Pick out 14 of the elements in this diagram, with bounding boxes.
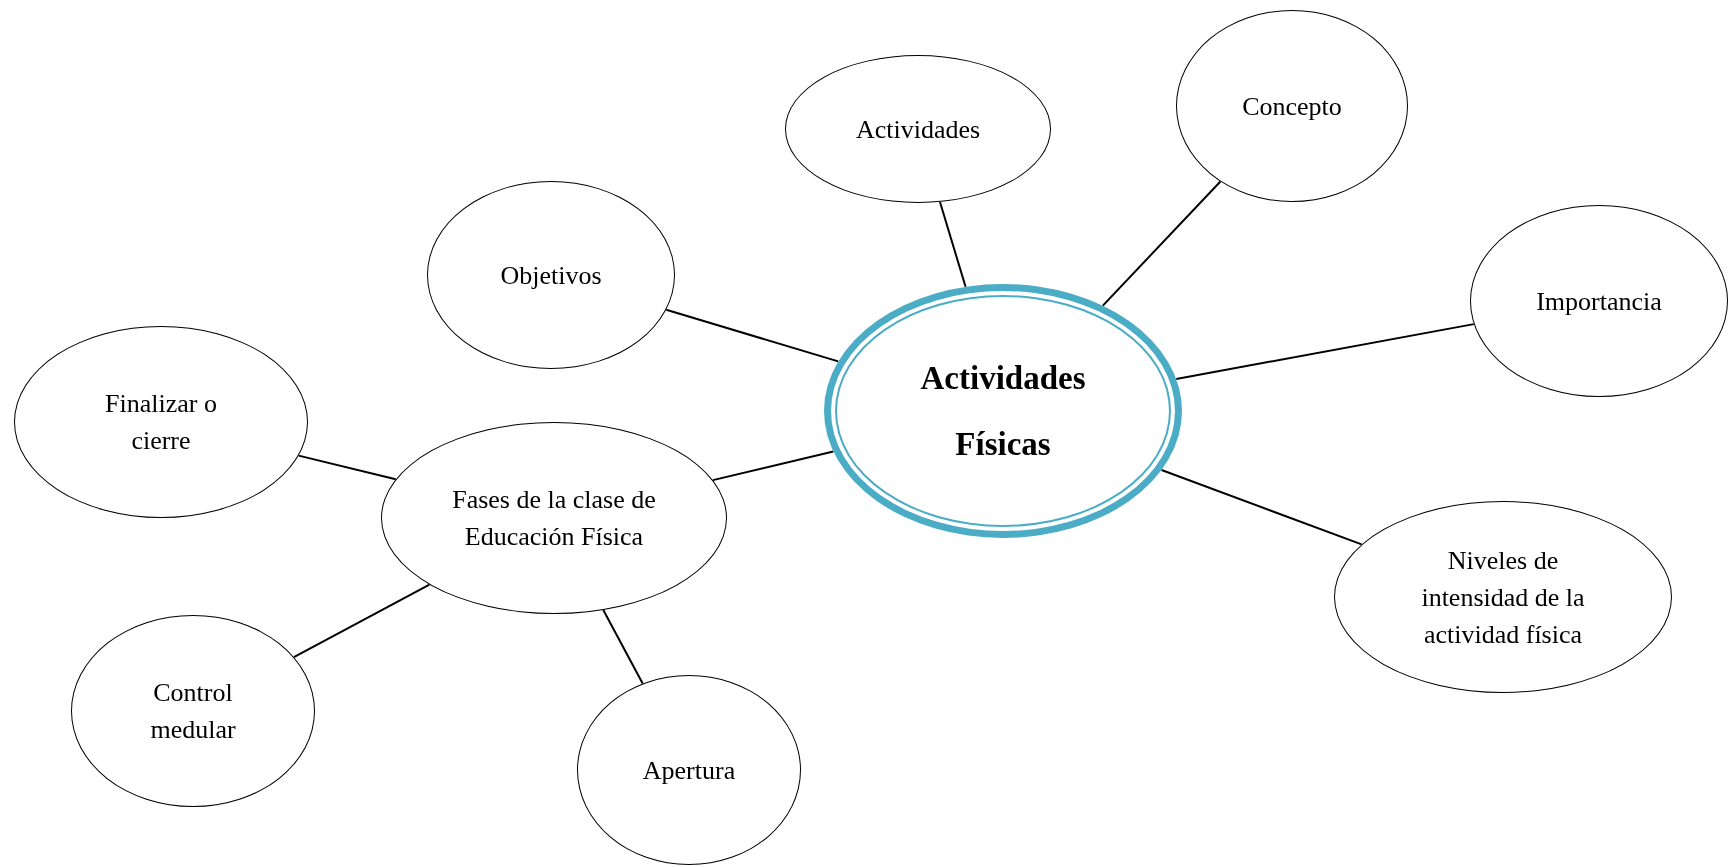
connector-line <box>292 583 431 659</box>
node-label: Apertura <box>641 754 737 787</box>
node-label: Control medular <box>149 677 237 746</box>
node-label: Concepto <box>1241 90 1343 123</box>
node-label: Niveles de intensidad de la actividad física <box>1420 544 1586 651</box>
node-label: Actividades <box>854 113 982 146</box>
node-label: Importancia <box>1535 285 1663 318</box>
node-label: Finalizar o cierre <box>104 388 218 457</box>
node-label: Fases de la clase de Educación Física <box>451 484 657 553</box>
central-title: Actividades Físicas <box>919 359 1087 464</box>
connector-line <box>297 454 397 481</box>
connector-line <box>602 609 644 685</box>
node-label: Objetivos <box>499 259 603 292</box>
connector-line <box>1101 180 1222 307</box>
